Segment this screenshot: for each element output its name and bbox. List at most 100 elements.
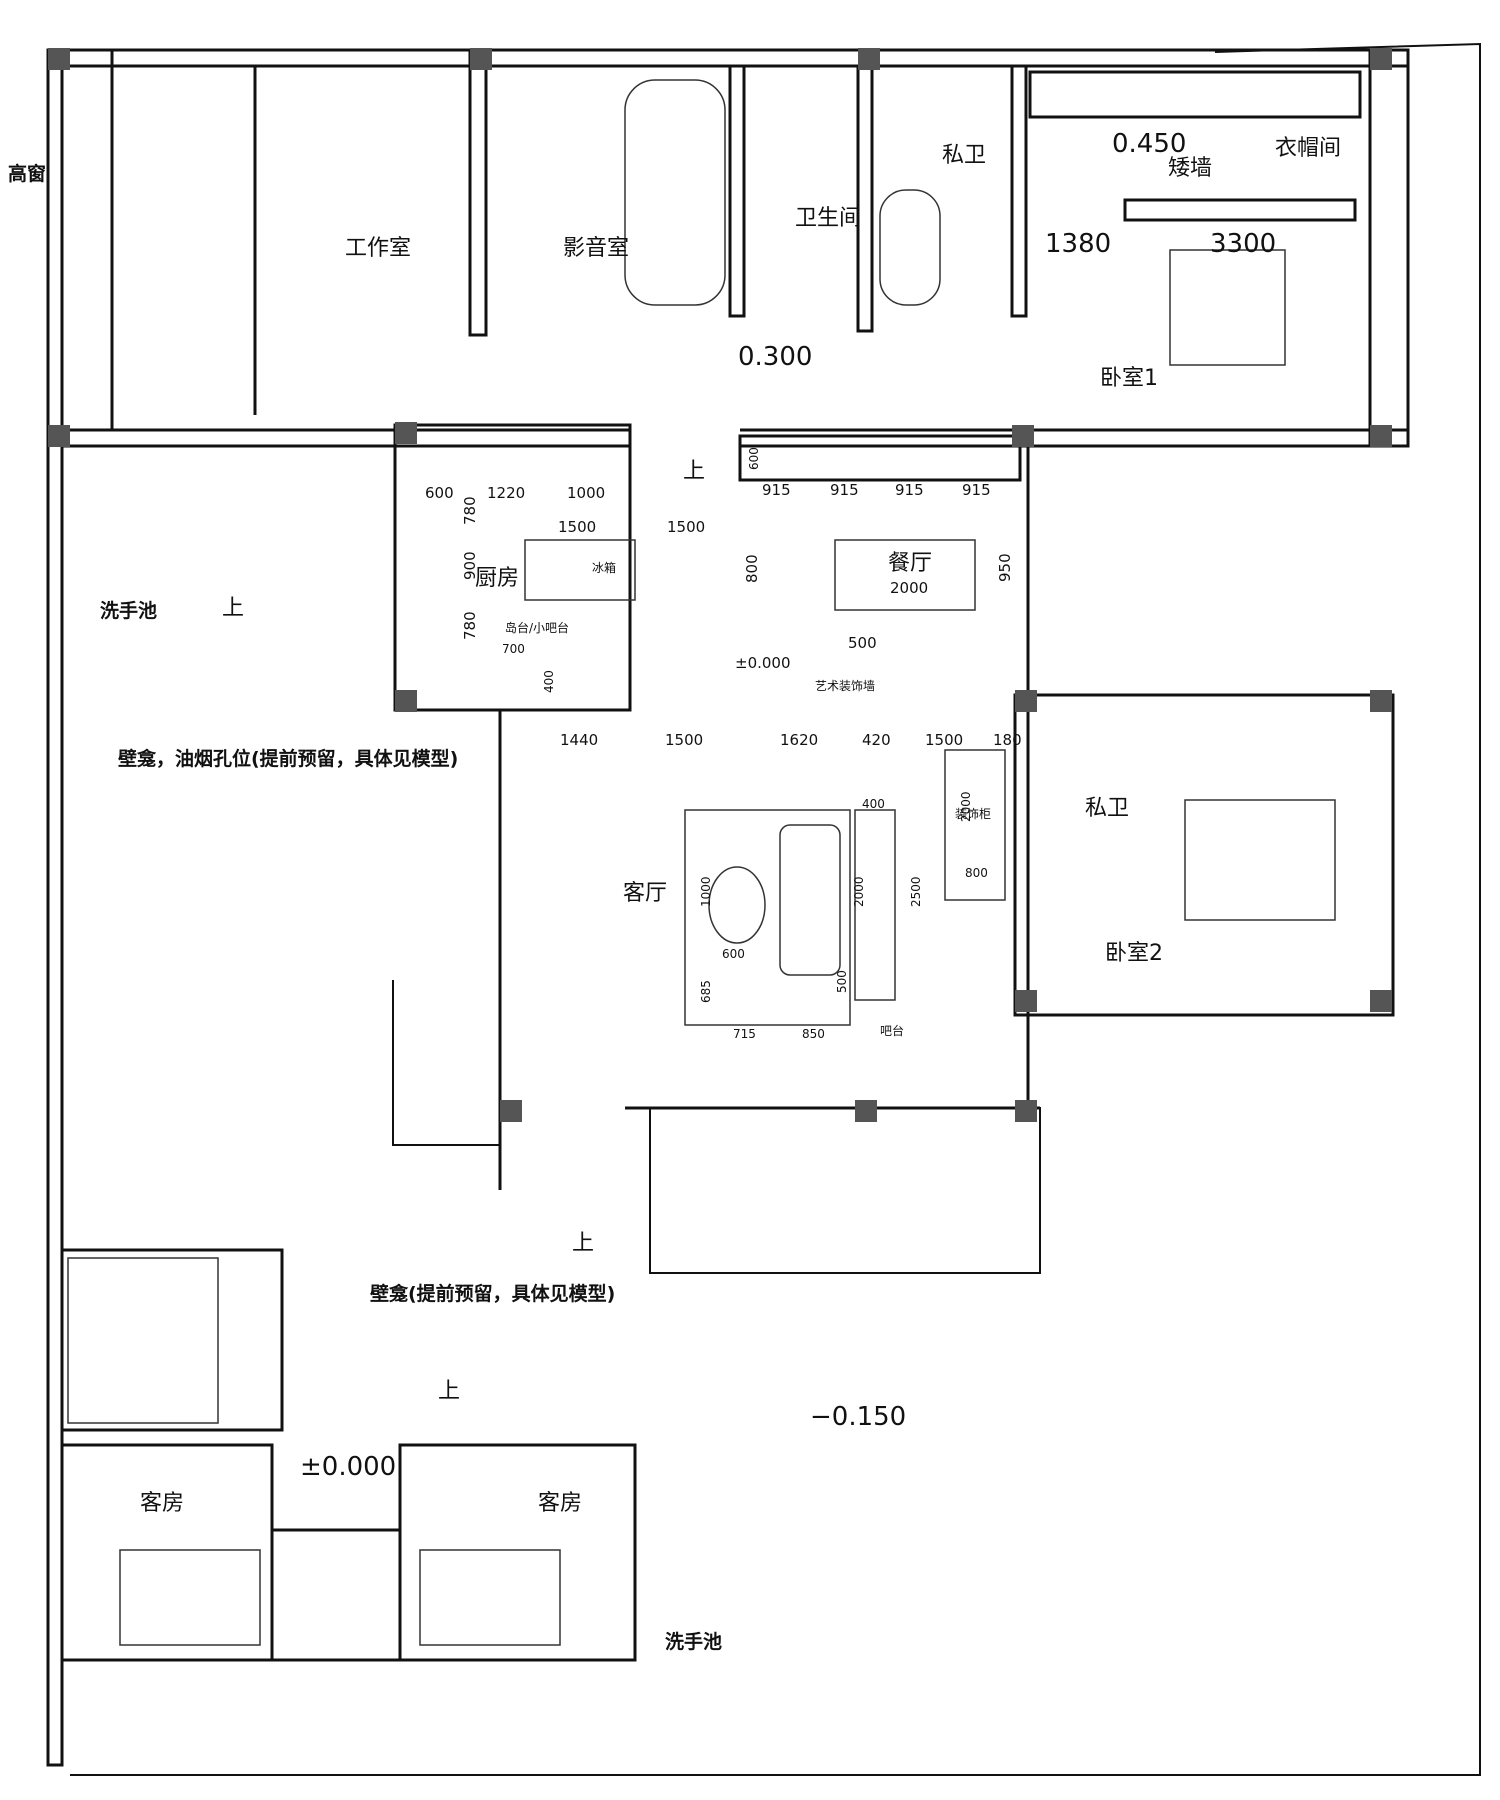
dim-living-a: 1000 (699, 876, 713, 907)
dim-dining-f: 2000 (890, 579, 928, 597)
room-private-bath-2: 私卫 (1085, 796, 1129, 821)
bathtub (879, 189, 941, 306)
wall-bed1-left (1010, 64, 1028, 318)
room-dining: 餐厅 (888, 551, 932, 576)
label-cabinet: 装饰柜 (955, 807, 991, 821)
room-bedroom-1: 卧室1 (1100, 366, 1158, 391)
label-basin-bottom: 洗手池 (665, 1630, 722, 1653)
label-low-wall: 矮墙 (1168, 156, 1212, 181)
guest-wing-top (60, 1248, 284, 1432)
room-guest-left: 客房 (140, 1491, 184, 1516)
label-bar: 吧台 (880, 1023, 904, 1038)
annotations: 高窗 洗手池 洗手池 壁龛，油烟孔位(提前预留，具体见模型) 壁龛(提前预留，具… (8, 162, 991, 1653)
label-basin-left: 洗手池 (100, 599, 157, 622)
guest-room-right-box (398, 1443, 637, 1662)
dim-island-b: 1500 (667, 518, 705, 536)
dim-living-i: 500 (835, 970, 849, 993)
dim-living-k: 800 (965, 866, 988, 880)
kitchen-wall-left (60, 48, 114, 432)
left-wall-upper (46, 48, 64, 1767)
dim-kitchen-side-c: 780 (461, 611, 479, 640)
site-boundary (70, 42, 1481, 1776)
dim-dining-g: 500 (848, 634, 877, 652)
room-labels: 工作室 影音室 卫生间 私卫 衣帽间 矮墙 卧室1 厨房 餐厅 客厅 私卫 卧室… (140, 136, 1341, 1516)
dim-island-d: 700 (502, 642, 525, 656)
bed-2 (1184, 799, 1336, 921)
dim-living-b: 600 (722, 947, 745, 961)
dim-living-e: 400 (862, 797, 885, 811)
dim-living-c: 2000 (852, 876, 866, 907)
label-fridge: 冰箱 (592, 560, 616, 575)
furniture (67, 79, 1336, 1646)
dim-kitchen-side-b: 900 (461, 551, 479, 580)
kitchen-island (524, 539, 636, 601)
dim-living-g: 715 (733, 1027, 756, 1041)
guest-wc-box (270, 1528, 402, 1662)
dim-dining-a: 915 (762, 481, 791, 499)
label-niche-flue: 壁龛，油烟孔位(提前预留，具体见模型) (118, 747, 458, 770)
dim-living-top-d: 420 (862, 731, 891, 749)
dining-table (834, 539, 976, 611)
wall-bed1-right (1368, 48, 1410, 448)
stair-up-1: 上 (683, 459, 705, 484)
dim-island-e: 400 (542, 670, 556, 693)
dim-living-d: 2500 (909, 876, 923, 907)
coffee-table (708, 866, 766, 944)
level-guest: ±0.000 (300, 1452, 396, 1482)
dim-living-top-c: 1620 (780, 731, 818, 749)
kitchen-outer (393, 423, 632, 712)
living-sofa (779, 824, 841, 976)
room-kitchen: 厨房 (475, 566, 519, 591)
dining-cabinet (738, 434, 1022, 482)
dim-dining-h: 600 (747, 447, 761, 470)
level-corridor: 0.300 (738, 342, 812, 372)
room-cloakroom: 衣帽间 (1275, 136, 1341, 161)
dim-dining-d: 915 (962, 481, 991, 499)
cloak-wall (1028, 70, 1362, 119)
staircase-outline (392, 980, 500, 1146)
living-rug (684, 809, 851, 1026)
dim-kitchen-top-a: 600 (425, 484, 454, 502)
bedroom-2-outer (1013, 693, 1395, 1017)
wall-columns (48, 48, 1392, 1122)
sofa-theater (624, 79, 726, 306)
dim-living-j: 2000 (959, 791, 973, 822)
top-wall (46, 48, 1410, 68)
dim-dining-b: 915 (830, 481, 859, 499)
dim-island-a: 1500 (558, 518, 596, 536)
guest-top-bed (67, 1257, 219, 1424)
dim-living-top-a: 1440 (560, 731, 598, 749)
dim-kitchen-top-c: 1000 (567, 484, 605, 502)
stair-up-2: 上 (222, 596, 244, 621)
bed-1 (1169, 249, 1286, 366)
walls (46, 42, 1481, 1776)
room-theater: 影音室 (563, 236, 629, 261)
label-niche: 壁龛(提前预留，具体见模型) (370, 1282, 615, 1305)
dim-kitchen-side-a: 780 (461, 496, 479, 525)
room-private-bath-1: 私卫 (942, 143, 986, 168)
room-bathroom: 卫生间 (795, 206, 861, 231)
tv-cabinet (944, 749, 1006, 901)
dim-living-f: 685 (699, 980, 713, 1003)
dim-kitchen-top-b: 1220 (487, 484, 525, 502)
low-wall (1123, 198, 1357, 222)
level-main: ±0.000 (735, 654, 791, 672)
terrace (649, 1107, 1041, 1274)
level-yard: −0.150 (810, 1402, 906, 1432)
room-guest-right: 客房 (538, 1491, 582, 1516)
stair-up-4: 上 (438, 1379, 460, 1404)
room-living: 客厅 (623, 881, 667, 906)
dim-living-top-f: 180 (993, 731, 1022, 749)
dim-bedroom-1-b: 3300 (1210, 229, 1276, 259)
wall-theater-right (728, 64, 746, 318)
level-cloak: 0.450 (1112, 129, 1186, 159)
dim-dining-c: 915 (895, 481, 924, 499)
guest-bed-left (119, 1549, 261, 1646)
label-high-window: 高窗 (8, 162, 46, 185)
wall-bath-right (856, 64, 874, 333)
bar-counter (854, 809, 896, 1001)
dim-living-h: 850 (802, 1027, 825, 1041)
guest-room-left-box (60, 1443, 274, 1662)
dim-living-top-b: 1500 (665, 731, 703, 749)
levels: 0.450 0.300 ±0.000 −0.150 ±0.000 (300, 129, 1186, 1482)
